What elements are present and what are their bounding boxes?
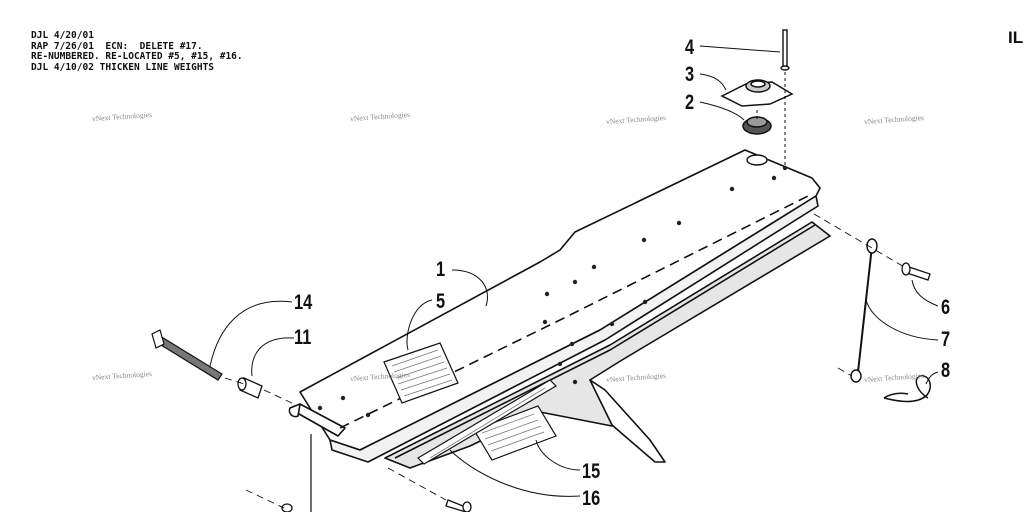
leader-7: [865, 299, 939, 341]
leader-2: [699, 101, 745, 121]
callout-8: 8: [941, 359, 951, 382]
rivet-hole: [729, 186, 735, 192]
leader-6: [911, 279, 939, 307]
leader-11: [251, 337, 295, 377]
leader-16: [449, 449, 581, 497]
leader-15: [535, 439, 581, 471]
rivet-hole: [317, 405, 323, 411]
decal-15: [473, 405, 557, 461]
rivet-hole: [569, 341, 575, 347]
leader-3: [699, 73, 727, 91]
decal-5: [383, 342, 459, 404]
rivet-hole: [544, 291, 550, 297]
revision-note-line: RAP 7/26/01 ECN: DELETE #17.: [31, 40, 203, 52]
callout-14: 14: [294, 291, 313, 314]
rivet-hole: [365, 412, 371, 418]
callout-2: 2: [685, 91, 695, 114]
rivet-hole: [641, 237, 647, 243]
callout-3: 3: [685, 63, 695, 86]
corner-label: IL: [1008, 28, 1024, 47]
revision-note-line: RE-NUMBERED. RE-LOCATED #5, #15, #16.: [31, 51, 243, 62]
callout-6: 6: [941, 296, 951, 319]
leader-4: [699, 45, 781, 53]
rivet-hole: [609, 321, 615, 327]
rear-mount-hole: [746, 154, 768, 166]
leader-1: [451, 269, 488, 307]
rivet-pin-part-4: [782, 29, 788, 69]
leader-14: [209, 300, 293, 367]
rail-side-face: [329, 195, 819, 463]
front-crossbar-cap: [288, 403, 301, 418]
rivet-hole: [676, 220, 682, 226]
hairpin-clip-part-8: [883, 375, 931, 403]
callout-15: 15: [582, 460, 601, 483]
callout-1: 1: [436, 258, 446, 281]
washer-bottom-left: [281, 503, 293, 512]
rivet-hole: [572, 279, 578, 285]
rivet-hole: [642, 299, 648, 305]
callout-11: 11: [294, 326, 312, 349]
rivet-hole: [572, 379, 578, 385]
rivet-hole: [557, 361, 563, 367]
rivet-hole: [542, 319, 548, 325]
rivet-hole: [771, 175, 777, 181]
leader-8: [925, 371, 939, 385]
rivet-hole: [340, 395, 346, 401]
rivet-hole: [591, 264, 597, 270]
rail-toe-fin: [589, 379, 666, 463]
decal-16: [417, 379, 557, 465]
callout-4: 4: [685, 36, 695, 59]
callout-7: 7: [941, 328, 951, 351]
lanyard-part-7: [857, 245, 873, 373]
rivet-hole: [782, 165, 788, 171]
pin-bottom-center: [445, 499, 469, 512]
callout-5: 5: [436, 290, 446, 313]
revision-note-line: DJL 4/20/01: [31, 30, 94, 41]
leader-5: [406, 299, 433, 351]
rail-inner-line: [394, 224, 816, 459]
callout-16: 16: [582, 487, 601, 510]
revision-note-line: DJL 4/10/02 THICKEN LINE WEIGHTS: [31, 61, 215, 73]
